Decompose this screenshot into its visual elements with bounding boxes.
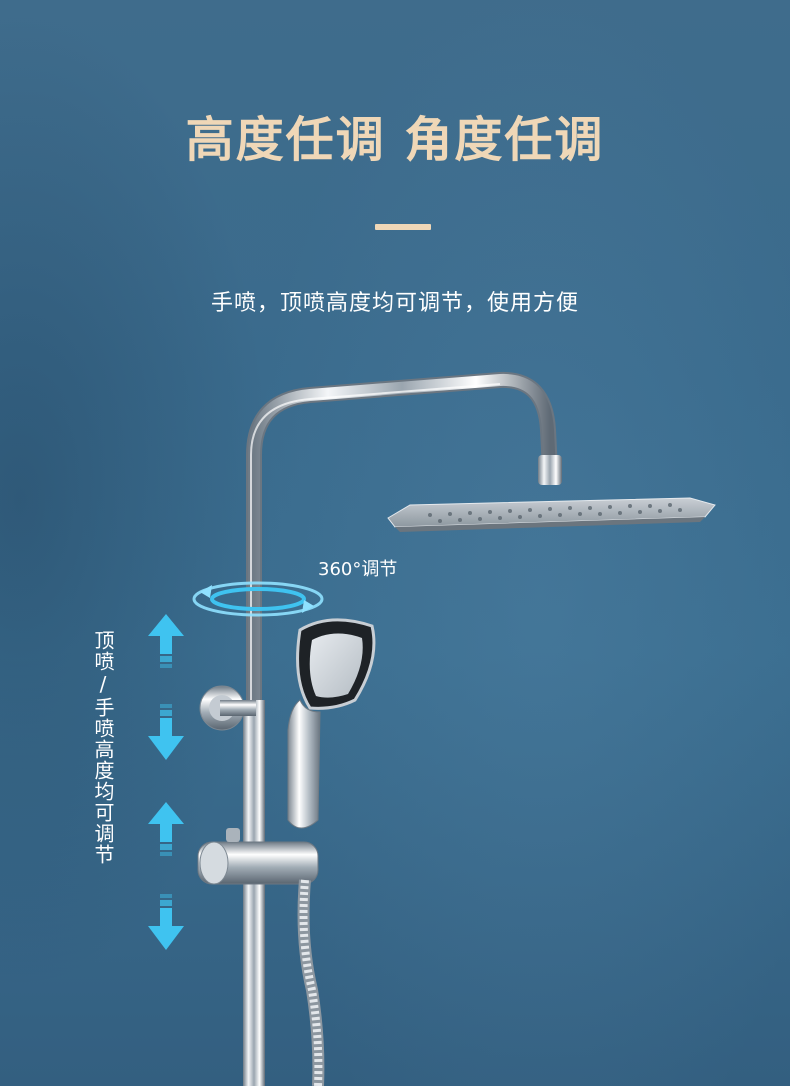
subtitle: 手喷，顶喷高度均可调节，使用方便: [210, 291, 579, 316]
rotate-label: 360°调节: [318, 559, 398, 580]
vertical-label: 顶喷/手喷高度均可调节: [91, 630, 115, 865]
down-arrow-icon: [148, 894, 184, 950]
headline: 高度任调 角度任调: [185, 112, 605, 168]
accent-line: [375, 224, 431, 230]
height-arrow-group-bottom: [148, 802, 184, 950]
up-arrow-icon: [148, 802, 184, 856]
up-arrow-icon: [148, 614, 184, 668]
height-arrow-group-top: [148, 614, 184, 760]
down-arrow-icon: [148, 704, 184, 760]
rotation-icon: [192, 581, 324, 617]
